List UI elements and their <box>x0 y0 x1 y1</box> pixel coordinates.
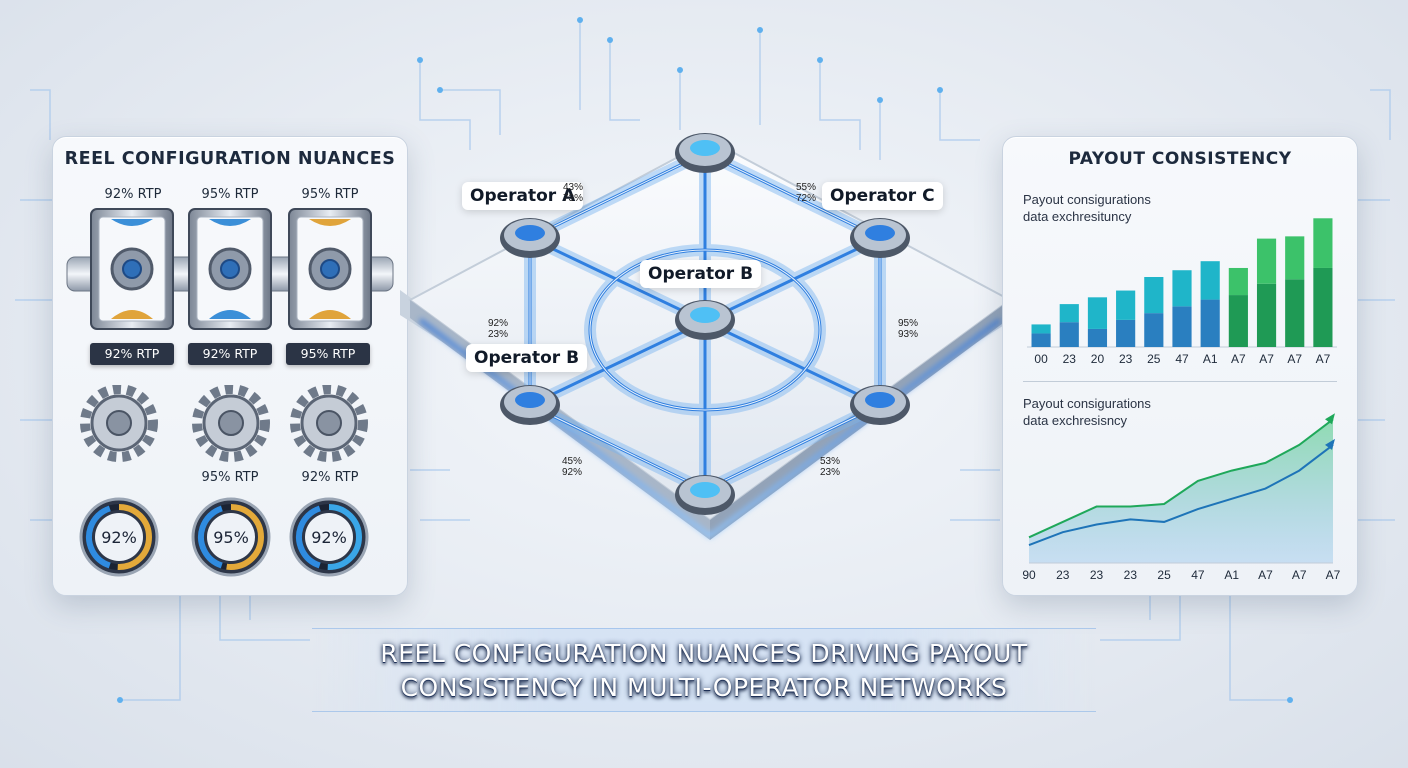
area-tick-label: A7 <box>1292 568 1307 582</box>
gear-icon <box>290 385 368 462</box>
bar-chart: 00 23 20 23 25 47 A1 A7 A7 A7 A7 <box>1027 218 1337 366</box>
bar-lower <box>1172 306 1192 347</box>
bar-tick-label: A7 <box>1287 352 1302 366</box>
arrow-icon <box>1325 438 1335 450</box>
operator-b-left-label: Operator B <box>466 344 588 372</box>
reel-top-label-3: 95% RTP <box>301 187 359 202</box>
bar-lower <box>1031 333 1051 347</box>
area-series-line-2 <box>1028 444 1334 546</box>
area-series-line-1 <box>1028 418 1334 539</box>
area-tick-label: 23 <box>1090 568 1104 582</box>
rtp-pill-3: 95% RTP <box>286 343 370 365</box>
bar-tick-label: A7 <box>1259 352 1274 366</box>
bar-upper <box>1031 324 1051 334</box>
bar-upper <box>1144 277 1164 314</box>
reel-top-label-2: 95% RTP <box>201 187 259 202</box>
bar-upper <box>1228 267 1248 296</box>
area-tick-label: 25 <box>1157 568 1171 582</box>
bar-lower <box>1228 295 1248 347</box>
arrow-icon <box>1325 413 1335 425</box>
rtp-gauges: 92% 95% 92% <box>79 497 369 577</box>
bar-lower <box>1256 283 1277 347</box>
reel-3 <box>288 208 372 330</box>
area-tick-label: 23 <box>1056 568 1070 582</box>
network-nodes <box>500 133 910 515</box>
percent-note-2: 55%72% <box>796 182 817 204</box>
percent-note-6: 53%23% <box>820 456 841 478</box>
operator-a-label: Operator A <box>462 182 584 210</box>
area-chart: 90 23 23 23 25 47 A1 A7 A7 A7 <box>1022 413 1341 582</box>
reel-panel-title: REEL CONFIGURATION NUANCES <box>64 149 396 169</box>
bar-tick-label: 00 <box>1034 352 1048 366</box>
area-tick-label: 90 <box>1022 568 1036 582</box>
bar-tick-label: 20 <box>1091 352 1105 366</box>
bar-upper <box>1200 261 1220 300</box>
area-tick-label: A1 <box>1224 568 1239 582</box>
bar-upper <box>1116 290 1136 320</box>
area-tick-label: A7 <box>1326 568 1341 582</box>
rtp-pill-2: 92% RTP <box>188 343 272 365</box>
gauge-value: 95% <box>213 528 249 547</box>
bar-lower <box>1313 267 1333 347</box>
bar-lower <box>1087 328 1108 347</box>
rtp-pill-1: 92% RTP <box>90 343 174 365</box>
percent-note-1: 43%73% <box>563 182 584 204</box>
bar-lower <box>1200 299 1220 347</box>
bar-tick-label: A7 <box>1316 352 1331 366</box>
gauge-arc <box>86 504 152 570</box>
payout-panel-title: PAYOUT CONSISTENCY <box>1068 149 1292 169</box>
gears-row <box>80 385 368 462</box>
bar-upper <box>1059 304 1079 323</box>
headline-line-2: CONSISTENCY IN MULTI-OPERATOR NETWORKS <box>400 673 1008 702</box>
area-tick-label: 23 <box>1124 568 1138 582</box>
area-tick-label: 47 <box>1191 568 1205 582</box>
bar-lower <box>1059 322 1079 347</box>
bar-tick-label: 23 <box>1063 352 1077 366</box>
slot-reels <box>66 208 394 330</box>
gear-label-2: 92% RTP <box>301 470 359 485</box>
rtp-gauge: 92% <box>289 497 369 577</box>
reel-top-label-1: 92% RTP <box>104 187 162 202</box>
gear-label-1: 95% RTP <box>201 470 259 485</box>
chart-divider <box>1023 381 1337 382</box>
bar-tick-label: 47 <box>1175 352 1189 366</box>
rtp-gauge: 95% <box>191 497 271 577</box>
percent-note-5: 45%92% <box>562 456 583 478</box>
bar-tick-label: 25 <box>1147 352 1161 366</box>
percent-note-4: 95%93% <box>898 318 919 340</box>
operator-b-center-label: Operator B <box>640 260 762 288</box>
gear-icon <box>80 385 158 462</box>
headline-banner: REEL CONFIGURATION NUANCES DRIVING PAYOU… <box>312 628 1096 712</box>
headline-line-1: REEL CONFIGURATION NUANCES DRIVING PAYOU… <box>380 639 1028 668</box>
operator-c-label: Operator C <box>822 182 943 210</box>
bar-tick-label: A7 <box>1231 352 1246 366</box>
gear-icon <box>192 385 270 462</box>
bar-upper <box>1087 297 1108 329</box>
reel-1 <box>90 208 174 330</box>
rtp-gauge: 92% <box>79 497 159 577</box>
bar-tick-label: 23 <box>1119 352 1133 366</box>
bar-upper <box>1313 218 1333 268</box>
bar-lower <box>1285 279 1305 347</box>
payout-consistency-panel: PAYOUT CONSISTENCY Payout consigurations… <box>1002 136 1358 596</box>
bar-tick-label: A1 <box>1203 352 1218 366</box>
area-fill <box>1029 419 1333 563</box>
reel-2 <box>188 208 272 330</box>
bar-upper <box>1172 270 1192 307</box>
gauge-value: 92% <box>101 528 137 547</box>
gauge-value: 92% <box>311 528 347 547</box>
area-tick-label: A7 <box>1258 568 1273 582</box>
percent-note-3: 92%23% <box>488 318 509 340</box>
bar-upper <box>1285 236 1305 280</box>
reel-configuration-panel: REEL CONFIGURATION NUANCES 92% RTP 95% R… <box>52 136 408 596</box>
bar-upper <box>1256 238 1277 284</box>
gauge-arc <box>296 504 362 570</box>
bar-lower <box>1144 313 1164 347</box>
gauge-arc <box>198 504 264 570</box>
bar-lower <box>1116 319 1136 347</box>
